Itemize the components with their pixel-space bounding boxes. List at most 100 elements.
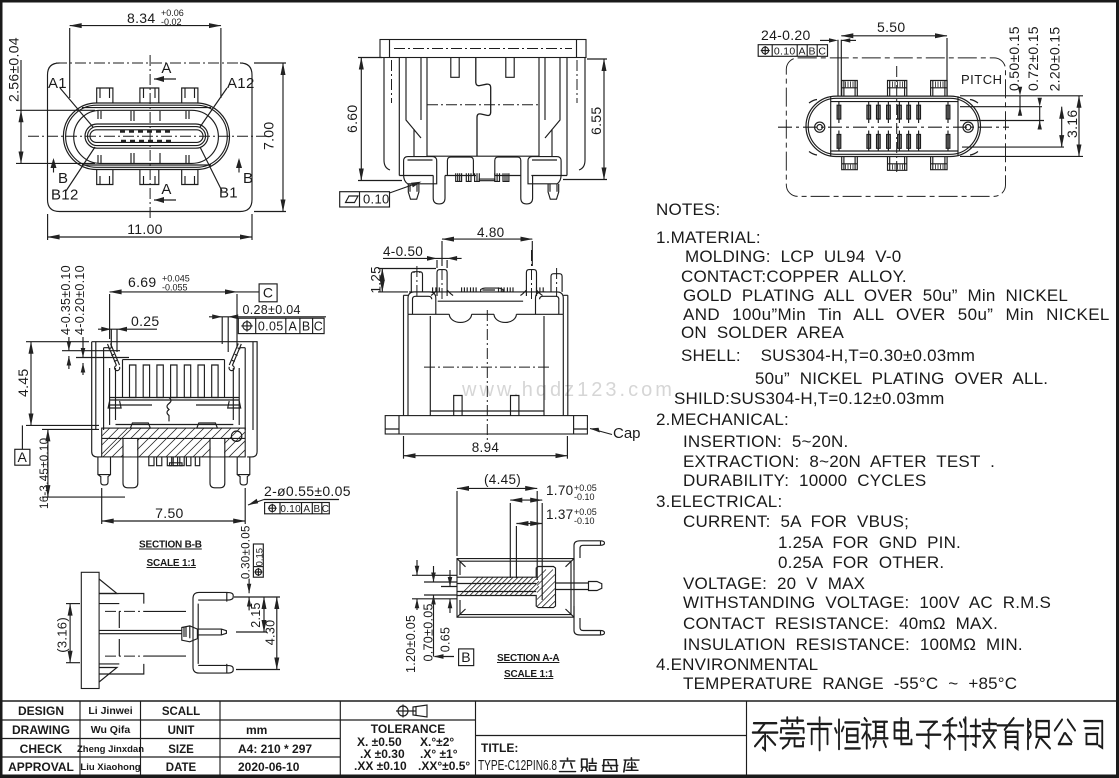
svg-text:0.15: 0.15	[254, 548, 265, 567]
svg-text:6.55: 6.55	[588, 107, 604, 135]
svg-text:Li Jinwei: Li Jinwei	[88, 705, 132, 717]
svg-text:2.MECHANICAL:: 2.MECHANICAL:	[656, 410, 789, 429]
svg-text:TITLE:: TITLE:	[481, 741, 518, 755]
svg-text:MOLDING: LCP UL94 V-0: MOLDING: LCP UL94 V-0	[685, 247, 901, 266]
svg-text:X. ±0.50: X. ±0.50	[357, 735, 402, 749]
svg-text:UNIT: UNIT	[168, 725, 195, 737]
svg-text:PITCH: PITCH	[961, 72, 1003, 87]
svg-text:CHECK: CHECK	[20, 742, 63, 756]
svg-text:B: B	[302, 320, 311, 334]
svg-text:DATE: DATE	[166, 762, 197, 774]
svg-text:X.°±2°: X.°±2°	[420, 735, 454, 749]
svg-text:1.MATERIAL:: 1.MATERIAL:	[656, 228, 761, 247]
svg-text:7.50: 7.50	[155, 505, 183, 521]
svg-text:1.25A FOR GND PIN.: 1.25A FOR GND PIN.	[778, 533, 961, 552]
svg-text:A4: 210 * 297: A4: 210 * 297	[238, 742, 312, 756]
svg-text:-0.10: -0.10	[574, 492, 595, 502]
svg-text:CONTACT RESISTANCE: 40mΩ MAX.: CONTACT RESISTANCE: 40mΩ MAX.	[683, 614, 998, 633]
svg-text:B: B	[243, 170, 253, 187]
svg-text:+0.05: +0.05	[574, 507, 597, 517]
svg-text:SCALL: SCALL	[162, 706, 200, 718]
svg-text:24-0.20: 24-0.20	[761, 27, 811, 43]
svg-text:TEMPERATURE RANGE -55°C ~ +85°: TEMPERATURE RANGE -55°C ~ +85°C	[683, 674, 1017, 693]
svg-text:GOLD PLATING ALL OVER 50u” Min: GOLD PLATING ALL OVER 50u” Min NICKEL	[683, 286, 1068, 305]
svg-text:C: C	[263, 285, 273, 301]
svg-text:Cap: Cap	[613, 425, 641, 442]
svg-text:0.10: 0.10	[774, 46, 796, 58]
svg-text:16-3.45±0.10: 16-3.45±0.10	[39, 438, 51, 509]
svg-text:3.16: 3.16	[1064, 110, 1080, 138]
svg-text:INSULATION RESISTANCE: 100MΩ M: INSULATION RESISTANCE: 100MΩ MIN.	[683, 635, 1023, 654]
svg-text:B12: B12	[51, 187, 79, 204]
svg-text:SHELL: SUS304-H,T=0.30±0.03mm: SHELL: SUS304-H,T=0.30±0.03mm	[681, 346, 975, 365]
svg-text:1.37: 1.37	[546, 507, 573, 522]
svg-text:ON SOLDER AREA: ON SOLDER AREA	[681, 323, 844, 342]
svg-text:CONTACT:COPPER ALLOY.: CONTACT:COPPER ALLOY.	[681, 267, 907, 286]
svg-text:SECTION B-B: SECTION B-B	[139, 540, 202, 551]
svg-text:4-0.35±0.10: 4-0.35±0.10	[59, 265, 73, 335]
svg-text:6.69: 6.69	[128, 274, 156, 290]
svg-text:INSERTION: 5~20N.: INSERTION: 5~20N.	[683, 432, 848, 451]
svg-text:NOTES:: NOTES:	[656, 200, 721, 219]
svg-text:4.ENVIRONMENTAL: 4.ENVIRONMENTAL	[656, 655, 818, 674]
svg-text:TYPE-C12PIN6.8: TYPE-C12PIN6.8	[478, 758, 557, 774]
svg-text:B1: B1	[219, 185, 238, 202]
svg-text:0.50±0.15: 0.50±0.15	[1006, 26, 1022, 91]
svg-text:4.30: 4.30	[264, 620, 278, 646]
svg-text:0.72±0.15: 0.72±0.15	[1025, 26, 1041, 91]
svg-text:TOLERANCE: TOLERANCE	[371, 722, 445, 736]
svg-text:SECTION A-A: SECTION A-A	[497, 653, 559, 664]
svg-text:VOLTAGE: 20 V MAX: VOLTAGE: 20 V MAX	[683, 574, 865, 593]
svg-text:5.50: 5.50	[877, 19, 905, 35]
svg-text:C: C	[314, 320, 323, 334]
svg-text:Liu Xiaohong: Liu Xiaohong	[80, 762, 140, 773]
svg-text:+0.045: +0.045	[162, 274, 190, 284]
svg-text:3.ELECTRICAL:: 3.ELECTRICAL:	[656, 492, 782, 511]
svg-text:4.80: 4.80	[477, 225, 504, 240]
svg-text:A: A	[161, 60, 171, 77]
svg-text:8.34: 8.34	[127, 10, 155, 26]
svg-text:B: B	[809, 46, 816, 58]
svg-text:-0.10: -0.10	[574, 516, 595, 526]
svg-text:DURABILITY: 10000 CYCLES: DURABILITY: 10000 CYCLES	[683, 471, 926, 490]
svg-text:B: B	[461, 649, 471, 665]
svg-text:0.65: 0.65	[438, 627, 452, 653]
svg-text:A: A	[799, 46, 806, 58]
svg-text:4-0.20±0.10: 4-0.20±0.10	[73, 265, 87, 335]
svg-text:0.30±0.05: 0.30±0.05	[241, 525, 253, 579]
svg-text:CURRENT: 5A FOR VBUS;: CURRENT: 5A FOR VBUS;	[683, 512, 909, 531]
svg-text:DRAWING: DRAWING	[12, 723, 70, 737]
svg-text:A: A	[288, 320, 297, 334]
svg-text:.XX ±0.10: .XX ±0.10	[354, 759, 407, 773]
svg-text:1.25: 1.25	[369, 266, 384, 293]
svg-text:0.25A FOR OTHER.: 0.25A FOR OTHER.	[778, 553, 944, 572]
svg-text:0.10: 0.10	[363, 192, 390, 207]
svg-text:-0.055: -0.055	[162, 283, 188, 293]
svg-text:B: B	[58, 170, 68, 187]
svg-text:2.15: 2.15	[249, 602, 263, 628]
svg-text:A12: A12	[227, 75, 255, 92]
svg-text:0.28±0.04: 0.28±0.04	[243, 303, 301, 317]
svg-text:2020-06-10: 2020-06-10	[238, 760, 300, 774]
svg-text:Wu Qifa: Wu Qifa	[91, 724, 131, 736]
svg-text:+0.05: +0.05	[574, 483, 597, 493]
svg-text:(3.16): (3.16)	[54, 617, 69, 653]
svg-text:SCALE 1:1: SCALE 1:1	[504, 669, 554, 680]
svg-text:B: B	[314, 504, 321, 515]
svg-text:SHILD:SUS304-H,T=0.12±0.03mm: SHILD:SUS304-H,T=0.12±0.03mm	[674, 389, 945, 408]
svg-text:4-0.50: 4-0.50	[383, 244, 423, 259]
svg-text:WITHSTANDING VOLTAGE: 100V AC: WITHSTANDING VOLTAGE: 100V AC R.M.S	[683, 593, 1051, 612]
svg-text:SCALE 1:1: SCALE 1:1	[147, 558, 197, 569]
svg-text:.X ±0.30: .X ±0.30	[360, 747, 405, 761]
svg-text:mm: mm	[246, 723, 267, 737]
svg-text:A: A	[161, 181, 171, 198]
svg-text:C: C	[322, 504, 330, 515]
svg-text:7.00: 7.00	[261, 122, 277, 150]
svg-text:0.05: 0.05	[258, 320, 284, 334]
svg-text:2-ø0.55±0.05: 2-ø0.55±0.05	[264, 483, 351, 499]
svg-text:DESIGN: DESIGN	[18, 704, 64, 718]
svg-text:2.20±0.15: 2.20±0.15	[1046, 27, 1062, 92]
svg-text:C: C	[818, 46, 826, 58]
svg-text:AND 100u”Min Tin ALL OVER 50u”: AND 100u”Min Tin ALL OVER 50u” Min NICKE…	[683, 305, 1110, 324]
svg-text:.X° ±1°: .X° ±1°	[420, 747, 458, 761]
